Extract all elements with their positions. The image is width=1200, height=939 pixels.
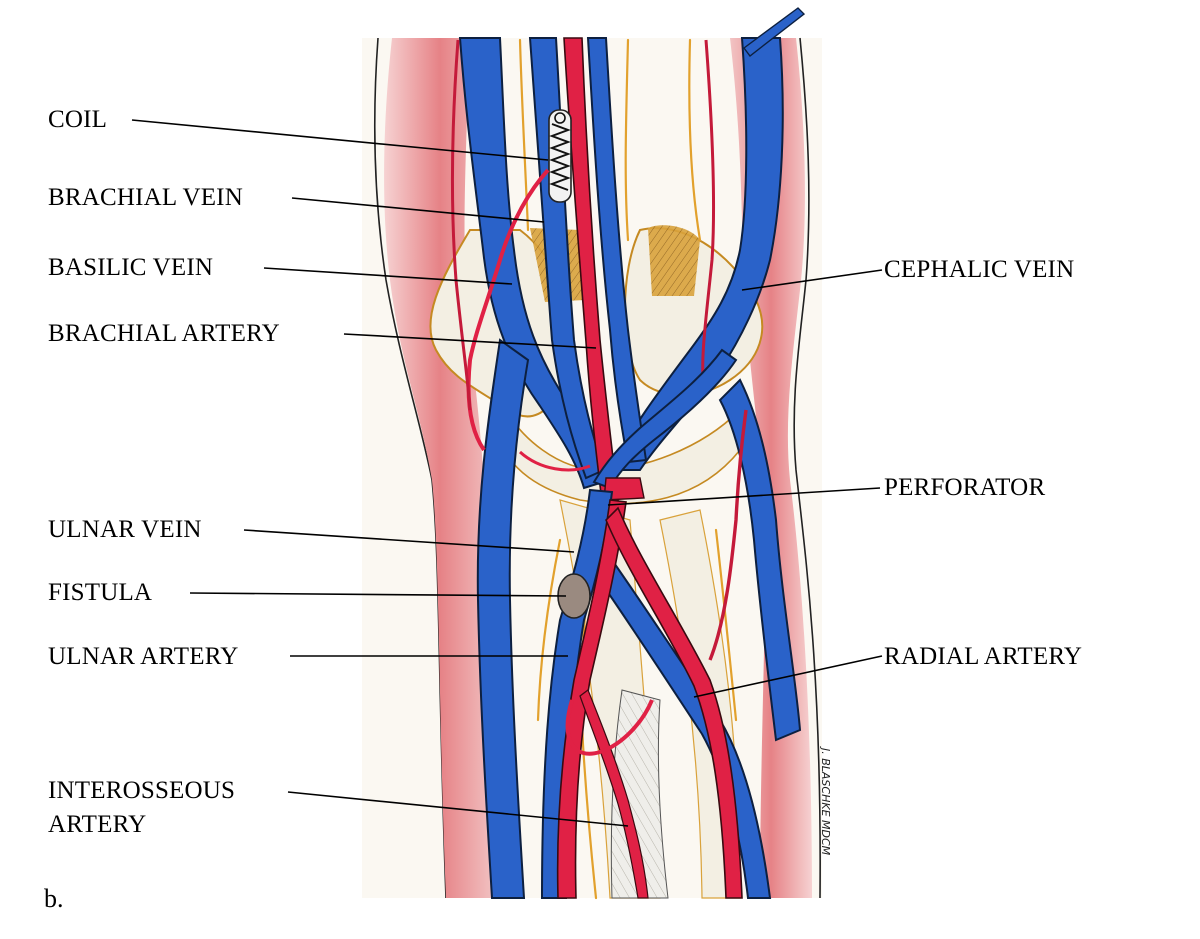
- label-fistula: FISTULA: [48, 579, 153, 606]
- label-perforator: PERFORATOR: [884, 474, 1046, 501]
- label-ulnar-vein: ULNAR VEIN: [48, 516, 202, 543]
- leader-coil: [131, 119, 549, 161]
- label-cephalic-vein: CEPHALIC VEIN: [884, 256, 1075, 283]
- leader-interosseous-artery: [287, 791, 629, 827]
- panel-letter: b.: [44, 884, 64, 913]
- collateral-artery-3: [701, 39, 716, 391]
- radial-recurrent-artery: [708, 409, 748, 661]
- leader-ulnar-vein: [243, 529, 575, 553]
- recurrent-ulnar-arc: [518, 450, 591, 472]
- leader-brachial-vein: [291, 197, 545, 223]
- coil-device: [548, 109, 572, 203]
- leader-radial-artery: [693, 655, 883, 698]
- artist-signature: J. BLASCHKE MDCM: [819, 748, 832, 856]
- label-basilic-vein: BASILIC VEIN: [48, 254, 214, 281]
- capitulum-hatch: [648, 225, 700, 296]
- leader-cephalic-vein: [741, 269, 883, 291]
- label-coil: COIL: [48, 106, 108, 133]
- leader-fistula: [189, 592, 567, 597]
- median-cubital-vein: [592, 348, 738, 490]
- leader-brachial-artery: [343, 333, 597, 349]
- cephalic-branch: [743, 7, 806, 57]
- collateral-artery-2: [450, 39, 472, 411]
- nerve-lines: [518, 38, 738, 900]
- label-interosseous-artery: INTEROSSEOUS ARTERY: [48, 777, 236, 838]
- artery-loop: [565, 699, 654, 756]
- label-brachial-vein: BRACHIAL VEIN: [48, 184, 243, 211]
- leader-lines: [131, 119, 883, 827]
- radial-artery-shape: [605, 506, 743, 899]
- label-brachial-artery: BRACHIAL ARTERY: [48, 320, 280, 347]
- label-radial-artery: RADIAL ARTERY: [884, 643, 1083, 670]
- muscle-left: [384, 38, 496, 898]
- interosseous-artery-shape: [579, 689, 649, 899]
- ulnar-artery-shape: [556, 499, 627, 899]
- leader-basilic-vein: [263, 267, 513, 285]
- skin-outline-right: [793, 37, 821, 899]
- cephalic-vein-lower: [718, 378, 802, 742]
- label-ulnar-artery: ULNAR ARTERY: [48, 643, 239, 670]
- brachial-vein-2: [586, 37, 648, 464]
- basilic-vein-lower: [476, 338, 530, 899]
- leader-perforator: [607, 487, 881, 506]
